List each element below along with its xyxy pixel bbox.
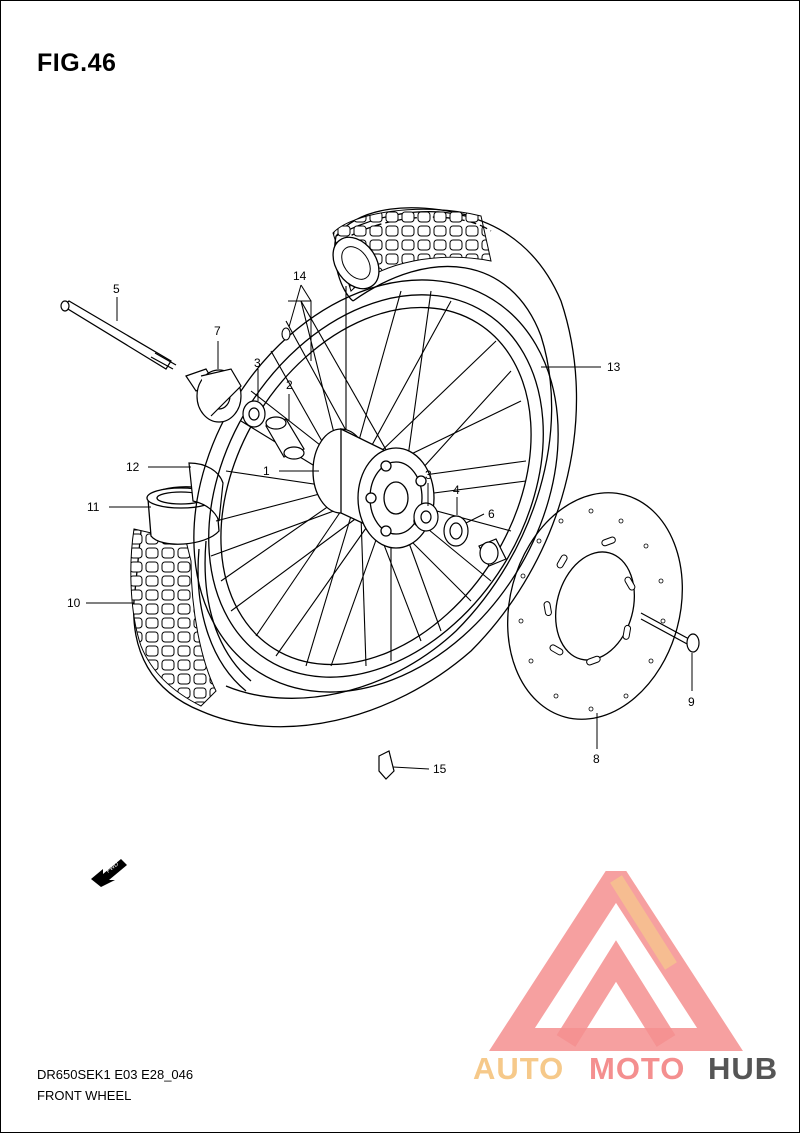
- callout-8: 8: [593, 752, 600, 766]
- callout-14: 14: [293, 269, 307, 283]
- callout-3-right: 3: [425, 468, 432, 482]
- forward-arrow-icon: [91, 859, 127, 887]
- axle-drawing: [60, 300, 177, 370]
- callout-15: 15: [433, 762, 447, 776]
- tire-tread-left: [130, 528, 217, 707]
- speedometer-gearbox-drawing: [185, 368, 242, 423]
- callout-1: 1: [263, 464, 270, 478]
- watermark-text-hub: HUB: [708, 1051, 779, 1086]
- watermark-text-auto: AUTO: [473, 1051, 565, 1086]
- bearing-left-drawing: [242, 400, 266, 428]
- callout-6: 6: [488, 507, 495, 521]
- disc-bolt-drawing: [640, 612, 700, 653]
- tire-tread-top: [332, 208, 492, 292]
- callout-13: 13: [607, 360, 621, 374]
- figure-title: FIG.46: [37, 49, 117, 77]
- hub-drawing: [312, 427, 435, 549]
- callout-2: 2: [286, 378, 293, 392]
- callout-3-left: 3: [254, 356, 261, 370]
- callout-4: 4: [453, 483, 460, 497]
- callout-5: 5: [113, 282, 120, 296]
- section-name: FRONT WHEEL: [37, 1088, 132, 1103]
- callout-labels: 1 2 3 3 4 5 6 7 8 9 10 11 12 13 14 15: [67, 269, 695, 776]
- callout-7: 7: [214, 324, 221, 338]
- rim-band-drawing: [188, 462, 224, 522]
- forward-arrow: FWD: [91, 859, 127, 887]
- model-code: DR650SEK1 E03 E28_046: [37, 1067, 194, 1082]
- callout-11: 11: [87, 500, 100, 514]
- watermark-logo-icon: [489, 871, 743, 1051]
- spacer-drawing: [265, 416, 305, 460]
- spacer-right-drawing: [478, 538, 507, 567]
- callout-12: 12: [126, 460, 140, 474]
- brake-disc-drawing: [507, 492, 683, 720]
- spoke-nipple-drawing: [281, 327, 291, 341]
- valve-cap-drawing: [378, 750, 395, 780]
- watermark-text-moto: MOTO: [589, 1051, 686, 1086]
- leader-lines: [86, 284, 693, 770]
- callout-9: 9: [688, 695, 695, 709]
- callout-10: 10: [67, 596, 81, 610]
- oil-seal-drawing: [443, 515, 469, 547]
- bearing-right-drawing: [413, 502, 439, 532]
